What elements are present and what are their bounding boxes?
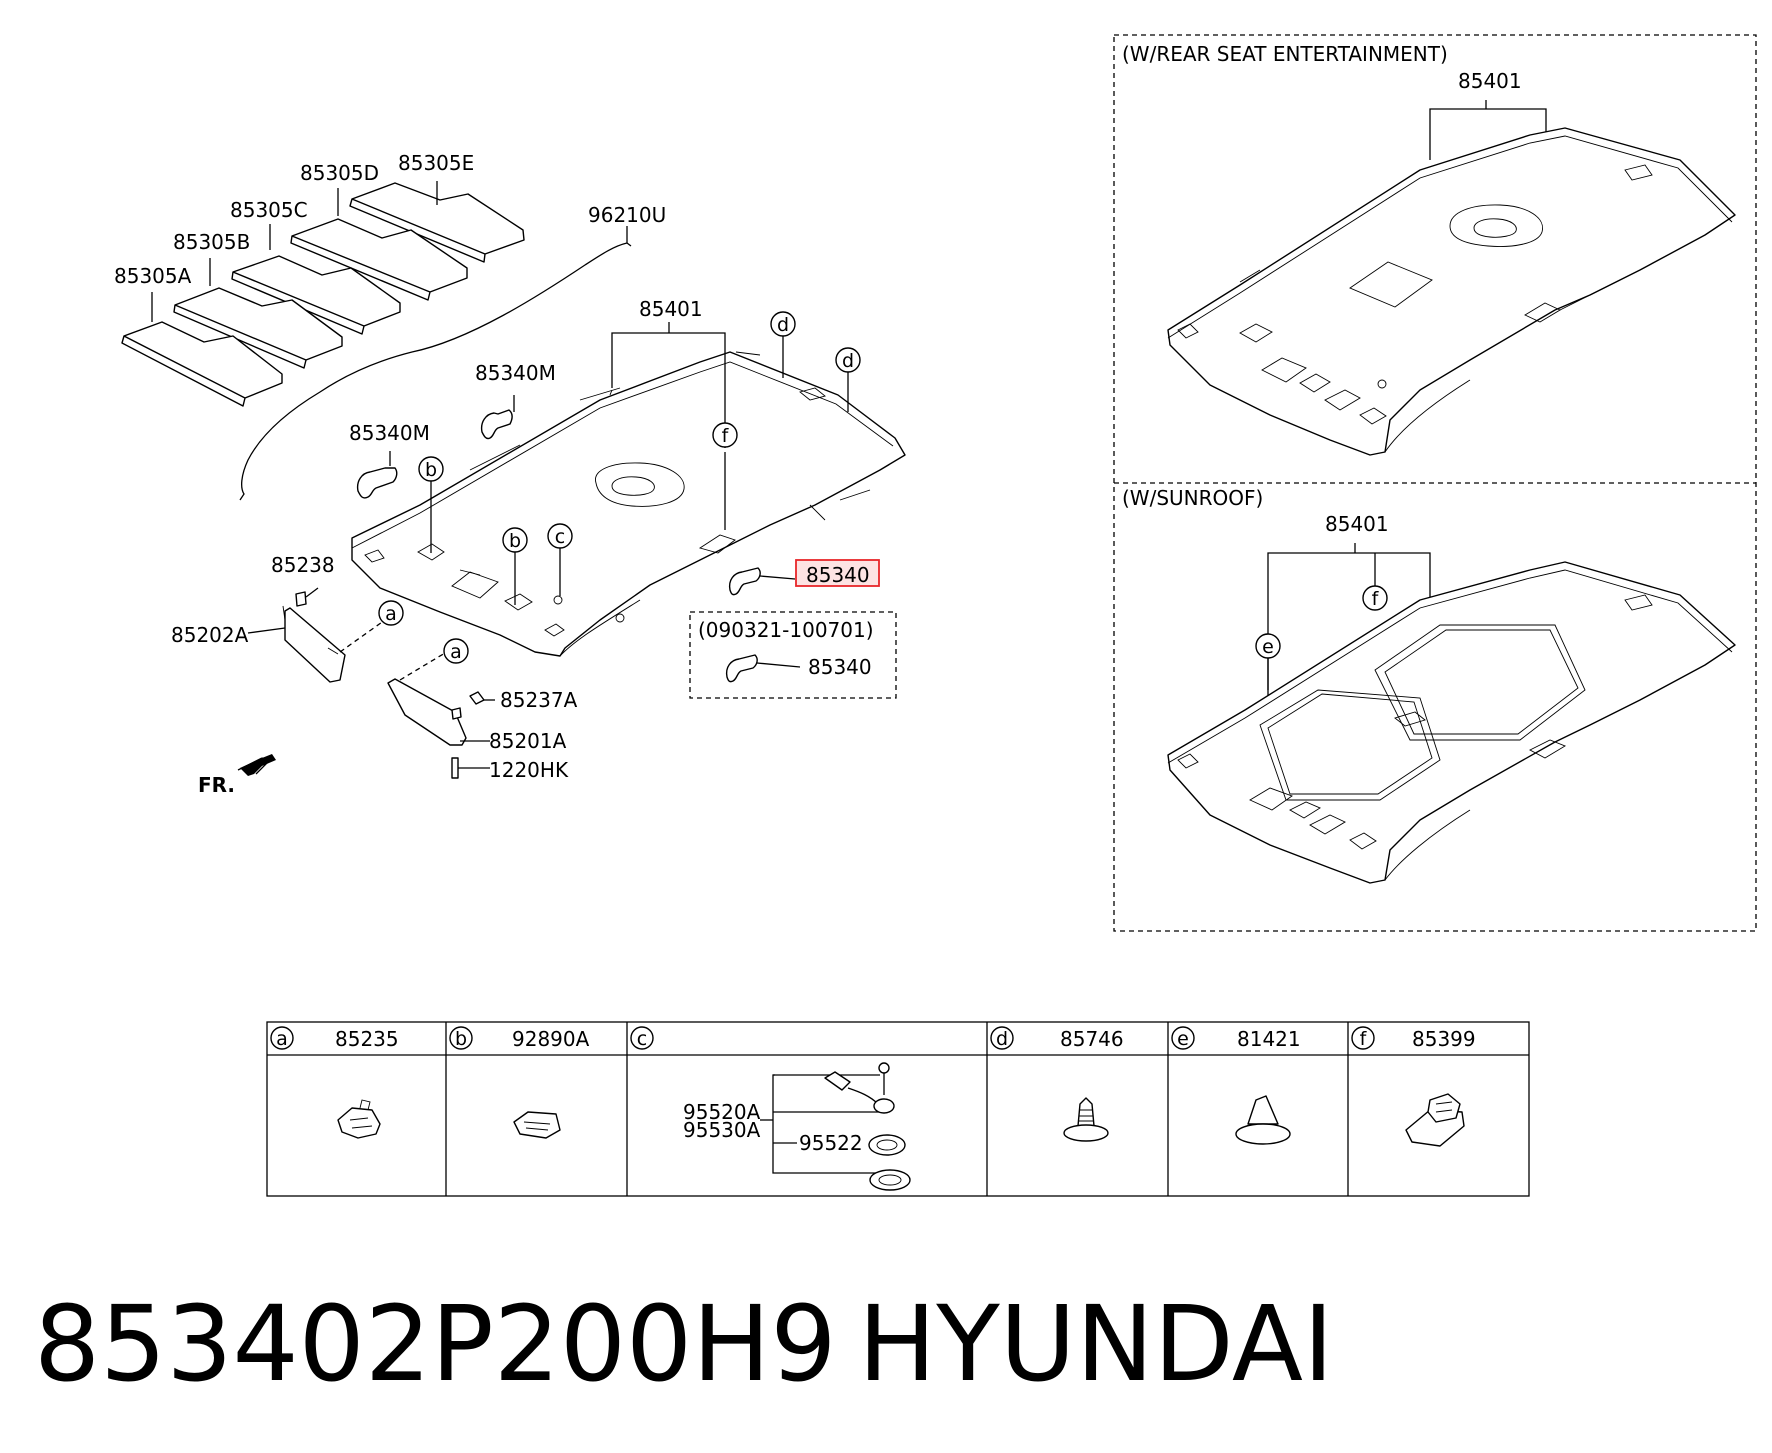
inset-rse-part: 85401 — [1458, 69, 1522, 93]
sunvisor-85202a — [247, 587, 386, 683]
svg-text:a: a — [385, 603, 397, 625]
headliner-rse — [1167, 127, 1736, 456]
label-85340-highlight[interactable]: 85340 — [806, 563, 870, 587]
headliner-leaders — [611, 322, 726, 530]
legend-cell-b: b 92890A — [449, 1026, 590, 1139]
legend-cell-a: a 85235 — [270, 1026, 399, 1139]
callout-a1: a — [378, 600, 404, 626]
legend-cell-d: d 85746 — [990, 1026, 1124, 1142]
front-label: FR. — [198, 773, 235, 797]
pad-leaders — [151, 181, 628, 322]
variant-box — [689, 611, 897, 699]
inset-sunroof-title: (W/SUNROOF) — [1122, 486, 1263, 510]
legend-part-95520a: 95520A — [683, 1100, 761, 1124]
svg-text:b: b — [425, 459, 437, 481]
callout-b1: b — [418, 456, 444, 553]
svg-text:d: d — [777, 314, 789, 336]
svg-text:d: d — [996, 1028, 1008, 1050]
callout-c: c — [547, 523, 573, 596]
callout-d1: d — [770, 311, 796, 378]
svg-text:e: e — [1262, 636, 1274, 658]
legend-table: a 85235 b 92890A c 95520A 95530A 95522 — [266, 1021, 1530, 1197]
label-85201a: 85201A — [489, 729, 567, 753]
grab-handle-85340m-rear — [356, 451, 398, 499]
pad-85305D — [290, 218, 468, 301]
label-85305e: 85305E — [398, 151, 474, 175]
svg-text:c: c — [555, 526, 565, 548]
legend-part-95530a: 95530A — [683, 1118, 761, 1142]
label-85237a: 85237A — [500, 688, 578, 712]
legend-part-d: 85746 — [1060, 1027, 1124, 1051]
grab-handle-85340m-front — [480, 395, 515, 440]
pad-85305E — [349, 182, 525, 263]
label-85340m-rear: 85340M — [349, 421, 430, 445]
label-85202a: 85202A — [171, 623, 249, 647]
svg-text:d: d — [842, 350, 854, 372]
label-85401: 85401 — [639, 297, 703, 321]
svg-text:f: f — [1360, 1028, 1368, 1050]
label-96210u: 96210U — [588, 203, 666, 227]
callout-d2: d — [835, 347, 861, 412]
legend-cell-c: c 95520A 95530A 95522 — [630, 1026, 911, 1191]
grab-handle-85340-highlight-part — [728, 567, 796, 596]
wiring-harness-96210u — [239, 242, 632, 501]
label-85340-alt: 85340 — [808, 655, 872, 679]
front-arrow-icon — [237, 754, 276, 776]
legend-part-95522: 95522 — [799, 1131, 863, 1155]
svg-text:f: f — [1372, 588, 1380, 610]
label-85305c: 85305C — [230, 198, 308, 222]
callout-f-main: f — [712, 422, 738, 448]
label-1220hk: 1220HK — [489, 758, 569, 782]
label-85305b: 85305B — [173, 230, 250, 254]
legend-cell-e: e 81421 — [1171, 1026, 1301, 1145]
legend-part-f: 85399 — [1412, 1027, 1476, 1051]
svg-text:e: e — [1177, 1028, 1189, 1050]
legend-cell-f: f 85399 — [1351, 1026, 1476, 1147]
label-85238: 85238 — [271, 553, 335, 577]
inset-sunroof-part: 85401 — [1325, 512, 1389, 536]
grab-handle-85340-alt — [725, 654, 801, 683]
svg-text:b: b — [509, 530, 521, 552]
callout-e: e — [1255, 633, 1281, 659]
inset-panel: (W/REAR SEAT ENTERTAINMENT) 85401 f — [1113, 34, 1757, 932]
legend-part-b: 92890A — [512, 1027, 590, 1051]
label-85340m-front: 85340M — [475, 361, 556, 385]
headliner-85401 — [351, 351, 906, 657]
label-85305d: 85305D — [300, 161, 379, 185]
callout-b2: b — [502, 527, 528, 605]
main-exploded-view: FR. 85305E 85305D 85305C 85305B 85305A 9… — [114, 151, 906, 797]
part-number-title: 853402P200H9 — [34, 1283, 837, 1405]
headliner-pads — [121, 182, 525, 407]
svg-text:f: f — [722, 425, 730, 447]
highlight-box-85340[interactable] — [795, 559, 880, 587]
callout-a2: a — [443, 638, 469, 664]
pad-85305A — [121, 321, 283, 407]
label-date-range: (090321-100701) — [698, 618, 874, 642]
svg-text:a: a — [450, 641, 462, 663]
headliner-sunroof — [1167, 561, 1736, 884]
legend-part-e: 81421 — [1237, 1027, 1301, 1051]
inset-rse-title: (W/REAR SEAT ENTERTAINMENT) — [1122, 42, 1448, 66]
brand-title: HYUNDAI — [858, 1283, 1334, 1405]
svg-text:a: a — [276, 1028, 288, 1050]
sunvisor-85201a — [387, 649, 495, 779]
svg-text:b: b — [455, 1028, 467, 1050]
callout-f-sunroof: f — [1362, 585, 1388, 611]
label-85305a: 85305A — [114, 264, 192, 288]
svg-text:c: c — [637, 1028, 647, 1050]
legend-part-a: 85235 — [335, 1027, 399, 1051]
